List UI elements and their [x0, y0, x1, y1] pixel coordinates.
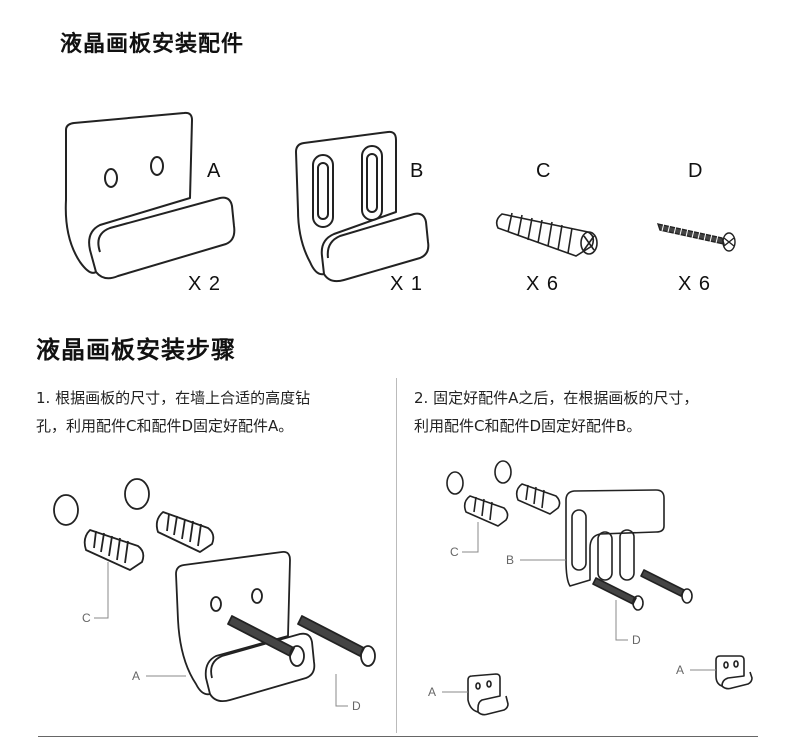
step-1-callout-a: A: [132, 669, 140, 683]
step-2-callout-a-left: A: [428, 685, 436, 699]
bottom-rule: [38, 736, 758, 737]
step-2-illustration: [447, 461, 752, 715]
step-1-illustration: [54, 479, 375, 701]
step-1-callout-c: C: [82, 611, 91, 625]
step-1-callouts: [94, 562, 348, 706]
step-2-callout-d: D: [632, 633, 641, 647]
step-2-callout-c: C: [450, 545, 459, 559]
step-2-callouts: [442, 522, 716, 692]
step-1-callout-d: D: [352, 699, 361, 713]
step-2-callout-a-right: A: [676, 663, 684, 677]
step-2-callout-b: B: [506, 553, 514, 567]
